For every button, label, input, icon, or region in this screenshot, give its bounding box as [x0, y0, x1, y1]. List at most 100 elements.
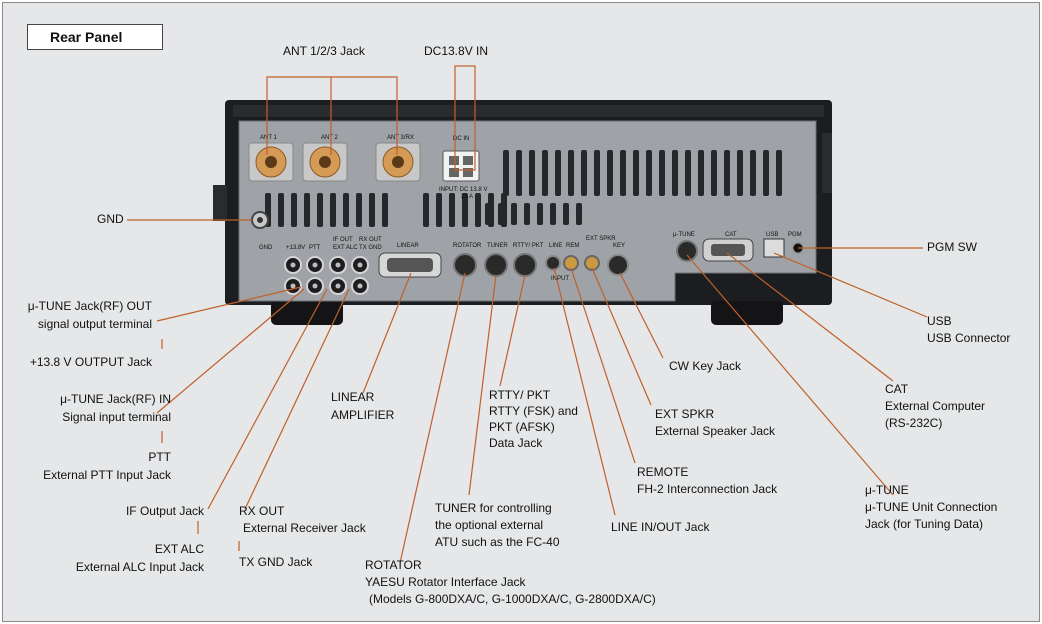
panel-port-label: RX OUT	[359, 237, 382, 243]
linear-connector	[378, 252, 442, 278]
label-rtty-4: Data Jack	[489, 436, 543, 450]
callout-leaders	[127, 65, 928, 564]
panel-port-label: KEY	[613, 243, 625, 249]
label-remote-2: FH-2 Interconnection Jack	[637, 482, 778, 496]
vent-slot	[529, 150, 535, 196]
vent-slot	[607, 150, 613, 196]
dc-box	[454, 65, 476, 171]
panel-port-label: PTT	[309, 245, 321, 251]
panel-port-label: INPUT: DC 13.8 V	[439, 187, 487, 193]
panel-port-label: ANT 2	[321, 135, 339, 141]
panel-port-label: DC IN	[453, 136, 469, 142]
leader-line	[553, 267, 616, 516]
line-jack	[545, 255, 561, 271]
audio-jacks	[545, 254, 629, 276]
panel-port-label: USB	[766, 232, 778, 238]
label-remote-1: REMOTE	[637, 465, 689, 479]
panel-port-label: REM	[566, 243, 579, 249]
label-utune-in-1: μ-TUNE Jack(RF) IN	[60, 392, 171, 406]
label-cat-2: External Computer	[885, 399, 986, 413]
ant3-connector	[375, 142, 421, 182]
foot-left	[271, 301, 343, 325]
panel-port-label: RTTY/ PKT	[513, 243, 544, 249]
panel-port-label: TUNER	[487, 243, 508, 249]
label-utune-1: μ-TUNE	[865, 483, 909, 497]
vent-slot	[330, 193, 336, 227]
rem-jack	[563, 255, 579, 271]
vent-slot	[516, 150, 522, 196]
vent-slot	[475, 193, 481, 227]
label-tuner-2: the optional external	[435, 518, 544, 532]
label-utune-3: Jack (for Tuning Data)	[865, 517, 984, 531]
label-usb-2: USB Connector	[927, 331, 1011, 345]
label-plus138: +13.8 V OUTPUT Jack	[29, 355, 152, 369]
vent-slot	[776, 150, 782, 196]
rca-jack-pin	[335, 262, 341, 268]
label-utune-2: μ-TUNE Unit Connection	[865, 500, 998, 514]
vent-slot	[524, 203, 530, 225]
leader-utune-out	[156, 286, 302, 322]
vent-slot	[317, 193, 323, 227]
label-line-io: LINE IN/OUT Jack	[611, 520, 710, 534]
vent-slot	[763, 150, 769, 196]
vent-slot	[685, 150, 691, 196]
label-linear-2: AMPLIFIER	[331, 408, 395, 422]
vent-slot	[542, 150, 548, 196]
label-utune-out-1: μ-TUNE Jack(RF) OUT	[27, 299, 152, 313]
panel-port-label: LINEAR	[397, 243, 419, 249]
vent-grille-lower	[485, 203, 582, 225]
utune-jack	[676, 240, 698, 262]
label-cat-1: CAT	[885, 382, 909, 396]
label-ptt-1: PTT	[148, 450, 171, 464]
vent-slot	[537, 203, 543, 225]
label-rotator-3: (Models G-800DXA/C, G-1000DXA/C, G-2800D…	[369, 592, 656, 606]
label-cw-key: CW Key Jack	[669, 359, 742, 373]
leader-cat	[726, 252, 894, 382]
panel-port-label: EXT ALC	[333, 245, 358, 251]
vent-slot	[449, 193, 455, 227]
panel-port-label: EXT SPKR	[586, 236, 616, 242]
vent-slot	[698, 150, 704, 196]
vent-slot	[711, 150, 717, 196]
vent-slot	[659, 150, 665, 196]
label-rtty-2: RTTY (FSK) and	[489, 404, 578, 418]
panel-port-label: TX GND	[359, 245, 382, 251]
vent-slot	[511, 203, 517, 225]
vent-slot	[555, 150, 561, 196]
leader-rotator	[399, 272, 466, 564]
rca-jack-pin	[357, 262, 363, 268]
vent-slot	[568, 150, 574, 196]
vent-slot	[304, 193, 310, 227]
label-rotator-1: ROTATOR	[365, 558, 422, 572]
vent-slot	[750, 150, 756, 196]
label-tx-gnd: TX GND Jack	[239, 555, 313, 569]
vent-slot	[620, 150, 626, 196]
panel-title: Rear Panel	[27, 24, 163, 50]
label-rotator-2: YAESU Rotator Interface Jack	[365, 575, 526, 589]
panel-port-label: LINE	[549, 243, 562, 249]
label-if-out: IF Output Jack	[125, 504, 204, 518]
label-tuner-1: TUNER for controlling	[435, 501, 552, 515]
vent-slot	[724, 150, 730, 196]
leader-remote	[570, 267, 636, 464]
usb-port	[763, 238, 785, 258]
panel-port-label: ROTATOR	[453, 243, 482, 249]
ant2-connector	[302, 142, 348, 182]
vent-slot	[737, 150, 743, 196]
leader-usb	[773, 252, 928, 318]
vent-slot	[436, 193, 442, 227]
label-ptt-2: External PTT Input Jack	[43, 468, 171, 482]
leader-utune	[686, 254, 894, 496]
panel-port-label: INPUT	[551, 276, 569, 282]
leader-tuner	[468, 274, 497, 496]
din-jacks	[453, 253, 537, 277]
vent-slot	[581, 150, 587, 196]
leader-utune-in	[156, 288, 305, 414]
vent-slot	[278, 193, 284, 227]
label-utune-in-2: Signal input terminal	[62, 410, 171, 424]
label-gnd: GND	[97, 212, 124, 226]
gnd-terminal	[251, 211, 269, 229]
rca-jack-pin	[312, 283, 318, 289]
tuner-jack	[484, 253, 508, 277]
